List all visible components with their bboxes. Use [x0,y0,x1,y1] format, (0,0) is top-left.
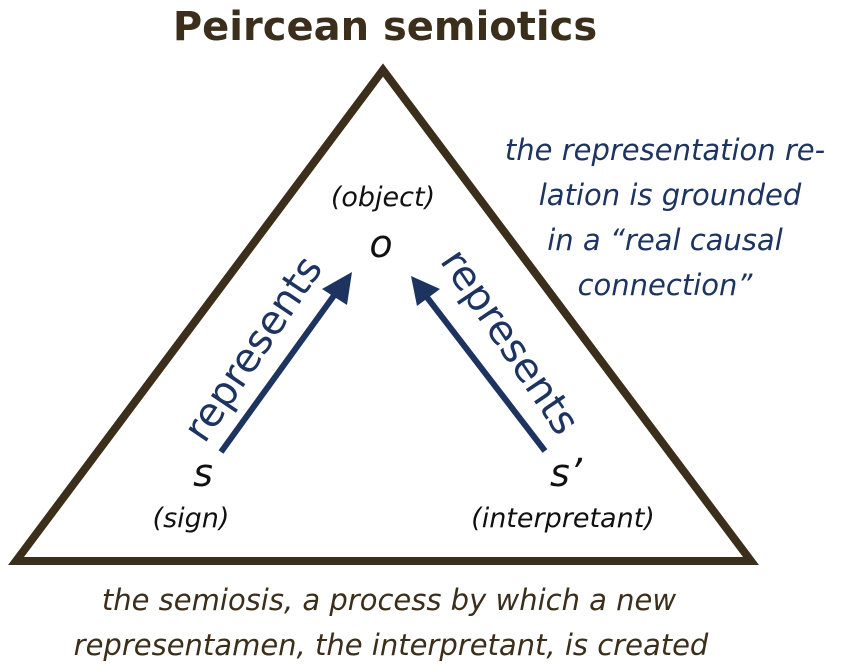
right-relation-label: represents [431,241,588,443]
note-line: lation is grounded [539,178,802,212]
interpretant-label: (interpretant) [471,503,655,534]
left-relation-label: represents [175,248,332,450]
note-line: the representation re- [505,133,825,167]
interpretant-letter: s’ [550,451,583,495]
interpretant-to-object-arrow [411,276,548,453]
note-line: in a “real causal [547,223,783,257]
semiotic-triangle [8,63,759,565]
caption-line: the semiosis, a process by which a new [102,583,677,617]
semiosis-caption: the semiosis, a process by which a new r… [74,583,709,662]
causal-connection-note: the representation re- lation is grounde… [505,133,825,302]
sign-letter: s [193,451,213,495]
sign-to-object-arrow [218,272,352,454]
note-line: connection” [578,268,754,302]
arrowhead-icon [322,272,352,305]
object-letter: o [369,222,392,266]
arrowhead-icon [411,276,440,306]
sign-label: (sign) [153,503,230,534]
object-label: (object) [331,182,435,213]
caption-line: representamen, the interpretant, is crea… [74,628,709,662]
diagram-title: Peircean semiotics [173,4,597,50]
